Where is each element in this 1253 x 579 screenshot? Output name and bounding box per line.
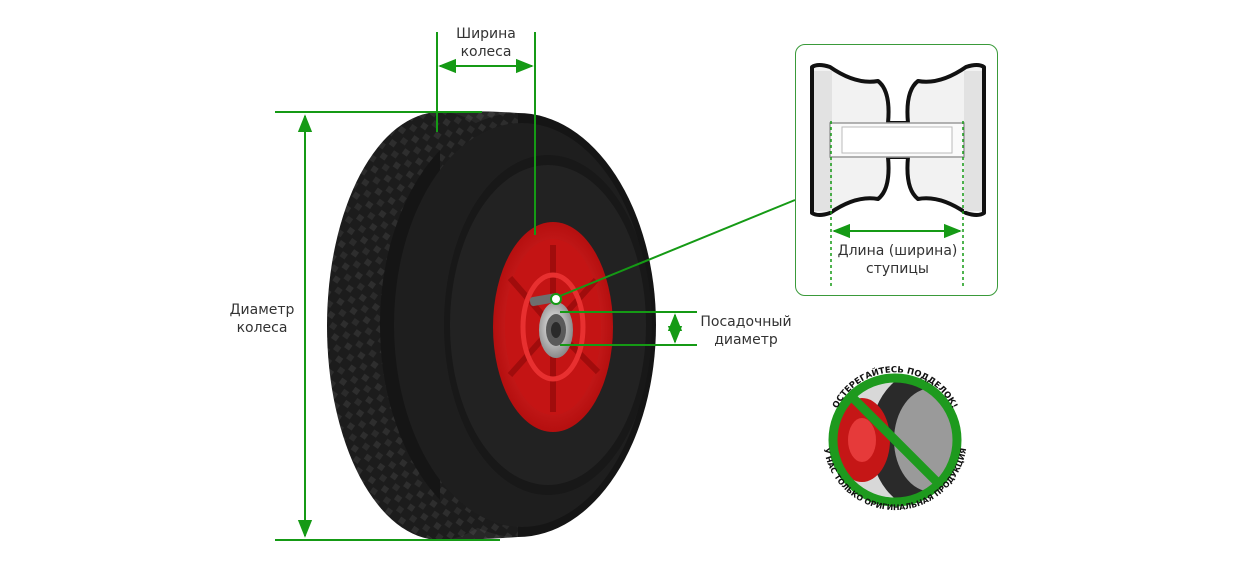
wheel-diameter-label-line1: Диаметр <box>229 302 295 318</box>
wheel-width-label-line2: колеса <box>460 44 512 60</box>
bore-diameter-dimension <box>560 311 697 346</box>
hub-cross-section-drawing <box>810 63 986 287</box>
hub-length-label-line2: ступицы <box>866 261 929 277</box>
wheel-diameter-dimension <box>275 111 500 541</box>
hub-leader-line <box>559 199 796 297</box>
wheel-width-label-line1: Ширина <box>456 26 516 42</box>
hub-cross-section-inset: Длина (ширина) ступицы <box>795 44 998 296</box>
bore-diameter-label-line1: Посадочный <box>700 314 792 330</box>
hub-length-label: Длина (ширина) ступицы <box>816 242 979 278</box>
bore-diameter-label: Посадочный диаметр <box>693 313 799 349</box>
wheel-width-label: Ширина колеса <box>446 25 526 61</box>
wheel-width-dimension <box>436 32 536 235</box>
counterfeit-warning-badge <box>825 370 965 510</box>
bore-diameter-label-line2: диаметр <box>714 332 778 348</box>
wheel-diameter-label-line2: колеса <box>236 320 288 336</box>
hub-length-label-line1: Длина (ширина) <box>837 243 958 259</box>
wheel-diameter-label: Диаметр колеса <box>222 301 302 337</box>
